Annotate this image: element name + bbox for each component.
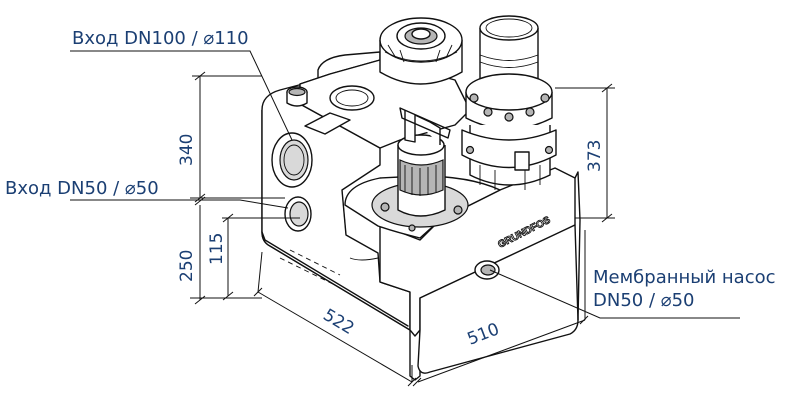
membrane-pump-size-label: DN50 / ⌀50 [593, 290, 694, 311]
dim-340: 340 [177, 134, 197, 166]
submersible-pump [371, 107, 469, 232]
inlet-large-port [271, 132, 313, 188]
inlet-large-label: Вход DN100 / ⌀110 [72, 28, 249, 49]
dim-115: 115 [207, 233, 227, 265]
dim-373: 373 [585, 140, 605, 172]
dim-250: 250 [177, 250, 197, 282]
inspection-lid [379, 17, 463, 85]
inlet-small-label: Вход DN50 / ⌀50 [5, 178, 159, 199]
membrane-pump-label: Мембранный насос [593, 267, 776, 288]
membrane-pump-port [474, 260, 500, 280]
inlet-small-port [284, 196, 312, 232]
dim-522: 522 [319, 305, 357, 339]
leader-lines [70, 50, 740, 319]
discharge-assembly [461, 15, 557, 190]
dimension-lines [190, 71, 615, 387]
